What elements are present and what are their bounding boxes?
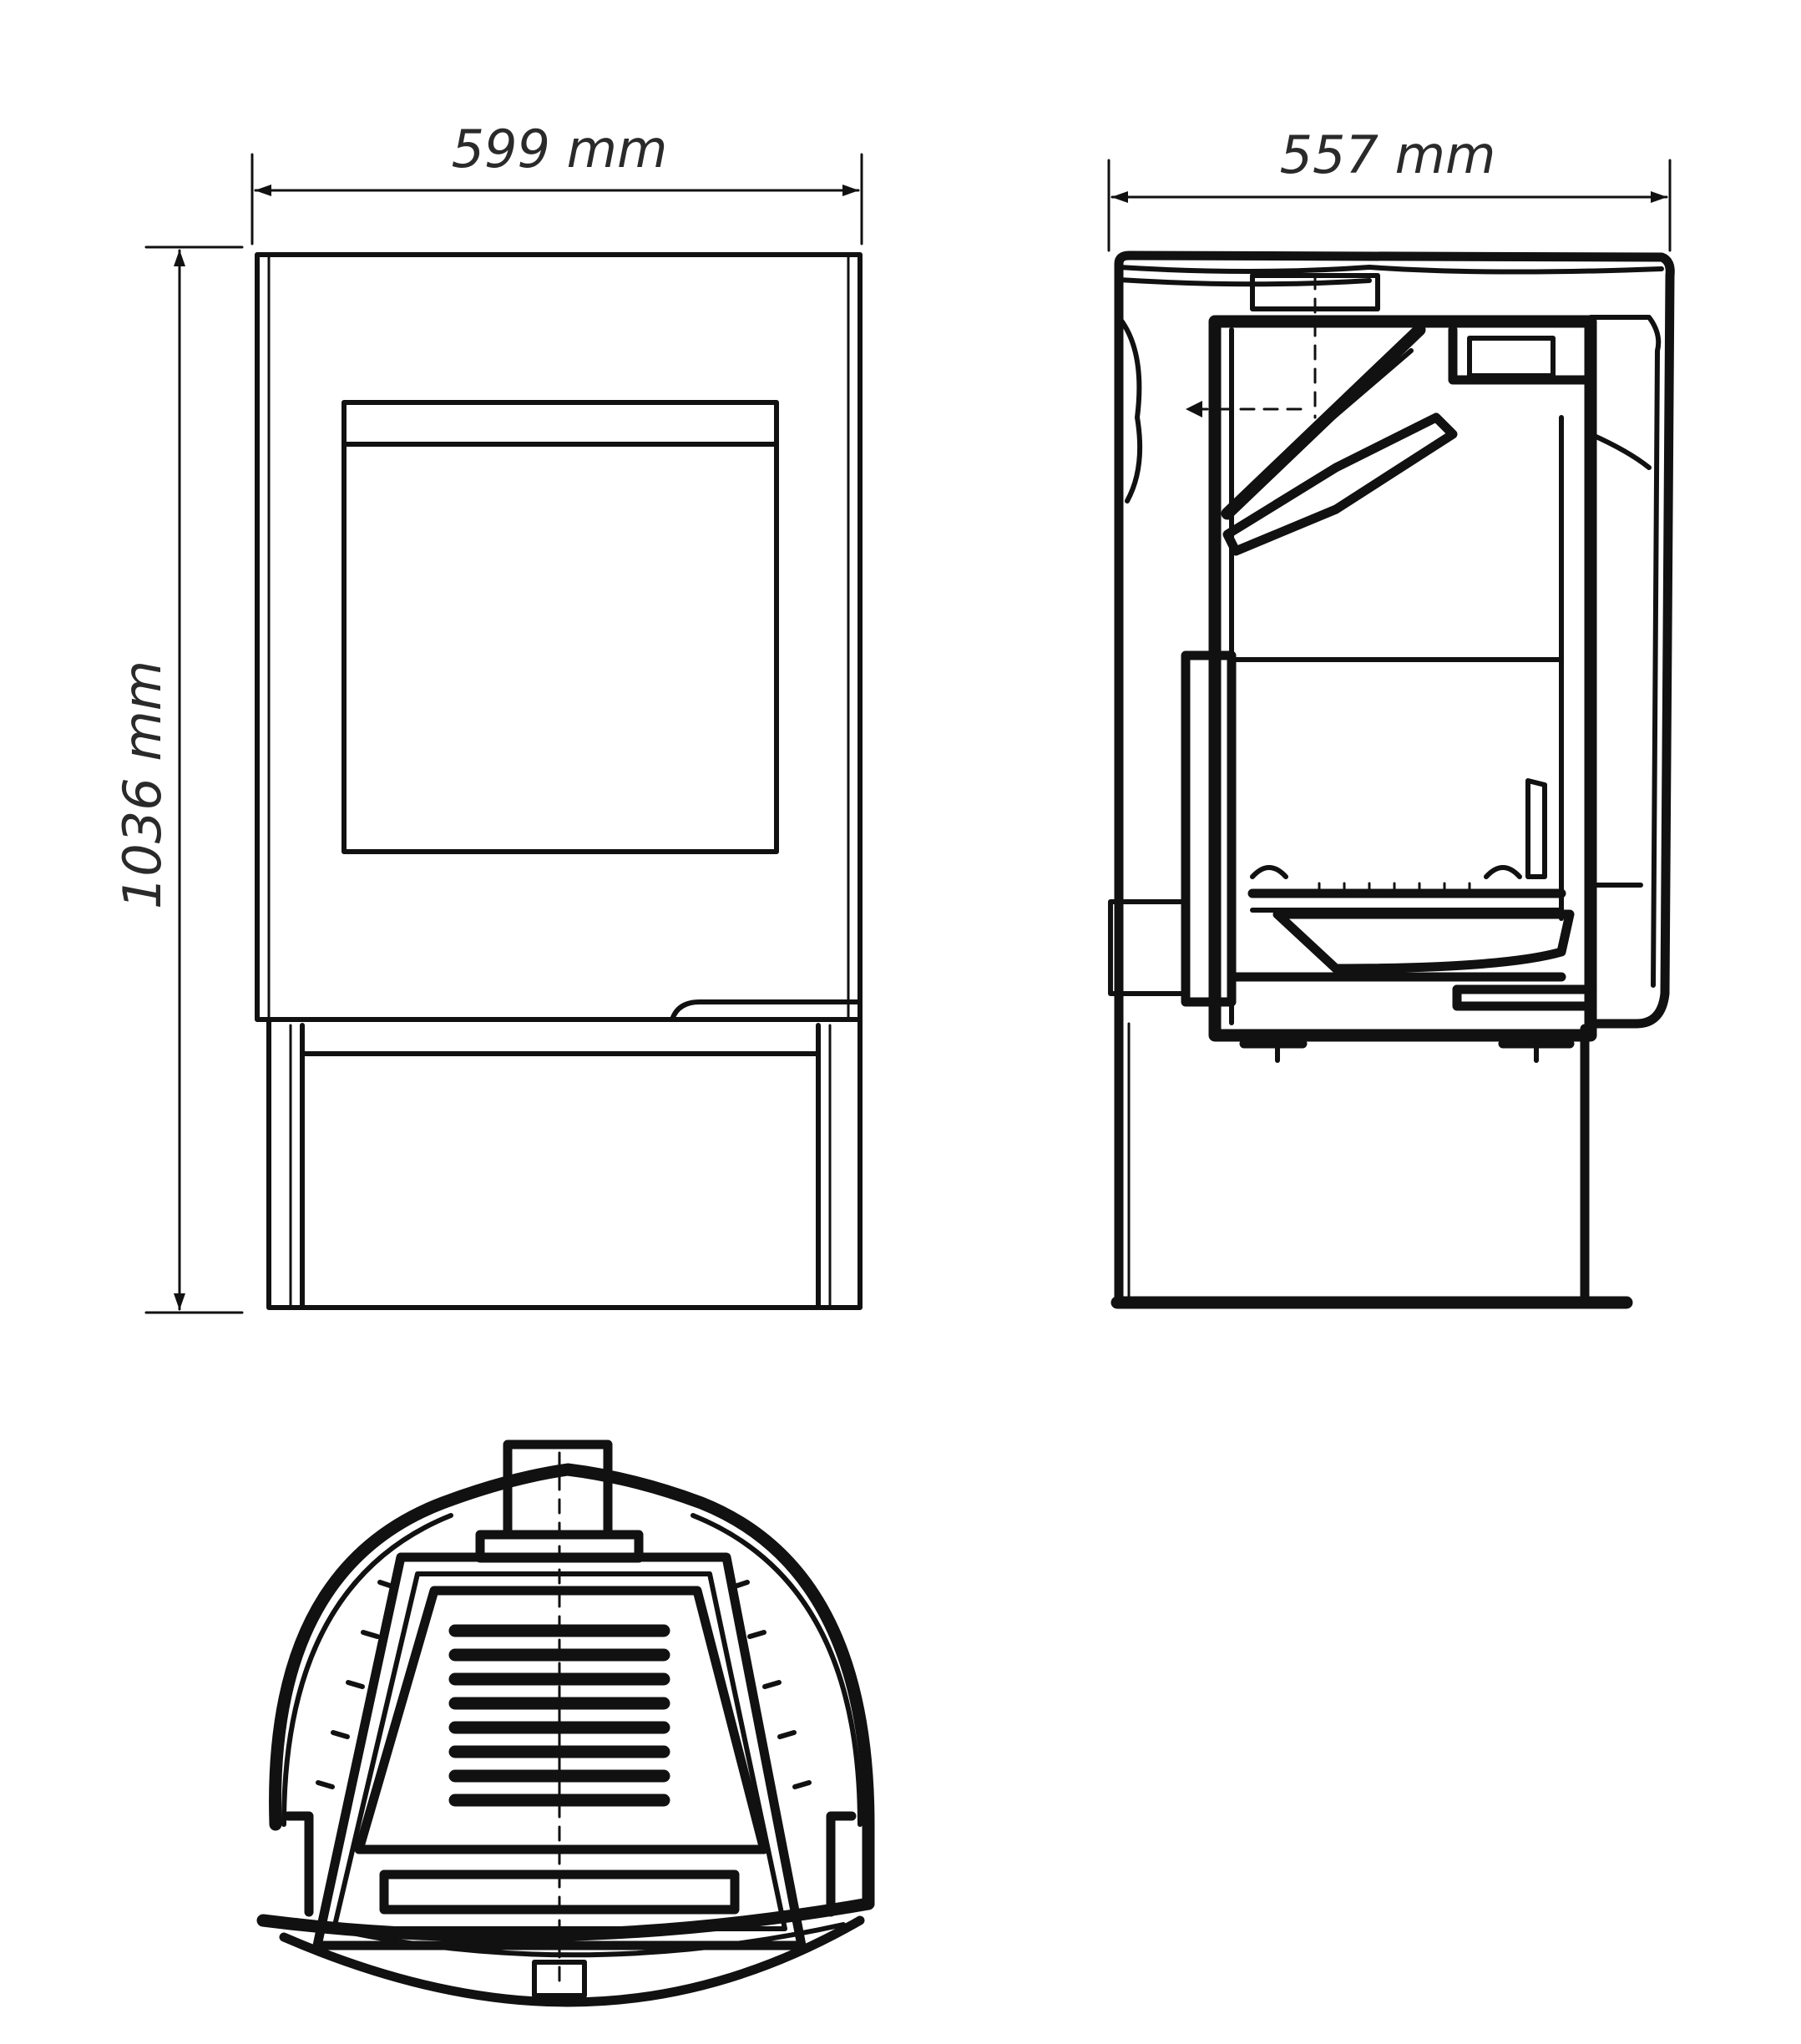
height-dimension: 1036 mm bbox=[112, 245, 244, 1314]
side-section-view: 557 mm bbox=[1107, 124, 1675, 1309]
top-grate-bars bbox=[448, 1624, 670, 1807]
front-stove-body bbox=[255, 252, 863, 1310]
side-grate bbox=[1247, 778, 1566, 913]
side-flue-collar bbox=[1186, 273, 1380, 419]
front-width-label: 599 mm bbox=[452, 119, 668, 180]
top-door-front bbox=[256, 1811, 875, 2007]
top-outer-casing bbox=[269, 1463, 875, 1910]
front-base bbox=[266, 1017, 863, 1310]
side-depth-dimension: 557 mm bbox=[1107, 124, 1672, 252]
front-width-dimension: 599 mm bbox=[250, 119, 863, 245]
side-outer-casing bbox=[1110, 250, 1675, 1309]
side-firebox bbox=[1108, 315, 1597, 1063]
top-side-bricks bbox=[316, 1580, 812, 1789]
side-depth-label: 557 mm bbox=[1280, 124, 1496, 185]
front-view: 599 mm 1036 mm bbox=[112, 119, 863, 1314]
front-door-glass bbox=[341, 400, 779, 854]
side-ash-pan bbox=[1227, 909, 1596, 1011]
top-section-view bbox=[256, 1439, 875, 2007]
top-flue-collar bbox=[503, 1439, 613, 1540]
height-label: 1036 mm bbox=[112, 660, 173, 909]
